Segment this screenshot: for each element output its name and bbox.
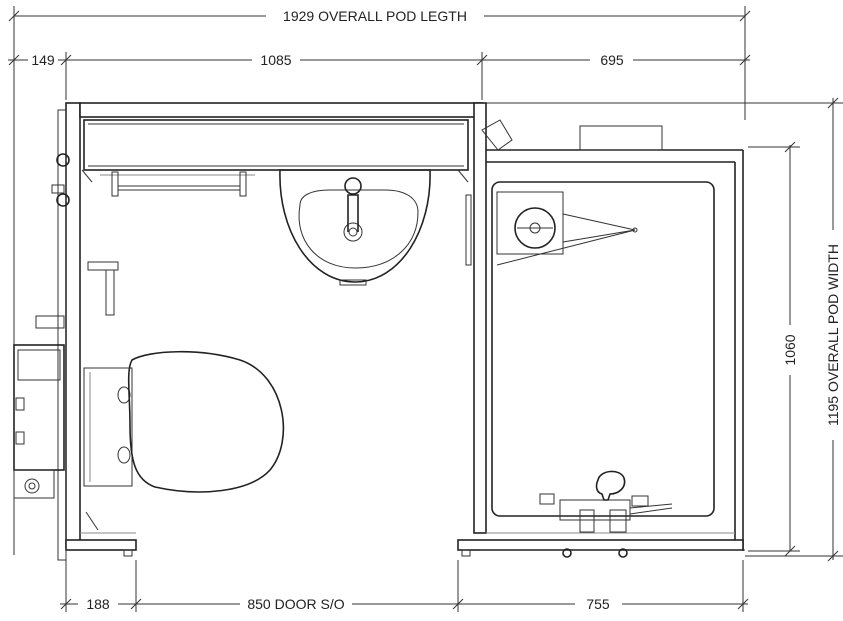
dimension-lines [8,6,843,612]
door-opening-label: 850 DOOR S/O [247,596,344,612]
plumbing-services [13,109,70,561]
wash-basin [279,169,431,286]
dim-188-label: 188 [86,596,110,612]
shower-cubicle [481,119,715,558]
shower-depth-label: 1060 [782,334,798,365]
overall-length-label: 1929 OVERALL POD LEGTH [283,8,467,24]
toilet [83,350,285,493]
dim-695-label: 695 [600,52,624,68]
dim-755-label: 755 [586,596,610,612]
overall-width-label: 1195 OVERALL POD WIDTH [825,244,841,426]
vanity-counter [83,119,469,197]
toilet-roll-holder [87,261,119,316]
dim-1085-label: 1085 [260,52,291,68]
dim-149-label: 149 [31,52,55,68]
pod-walls [65,102,745,557]
corner-brackets [81,169,472,531]
